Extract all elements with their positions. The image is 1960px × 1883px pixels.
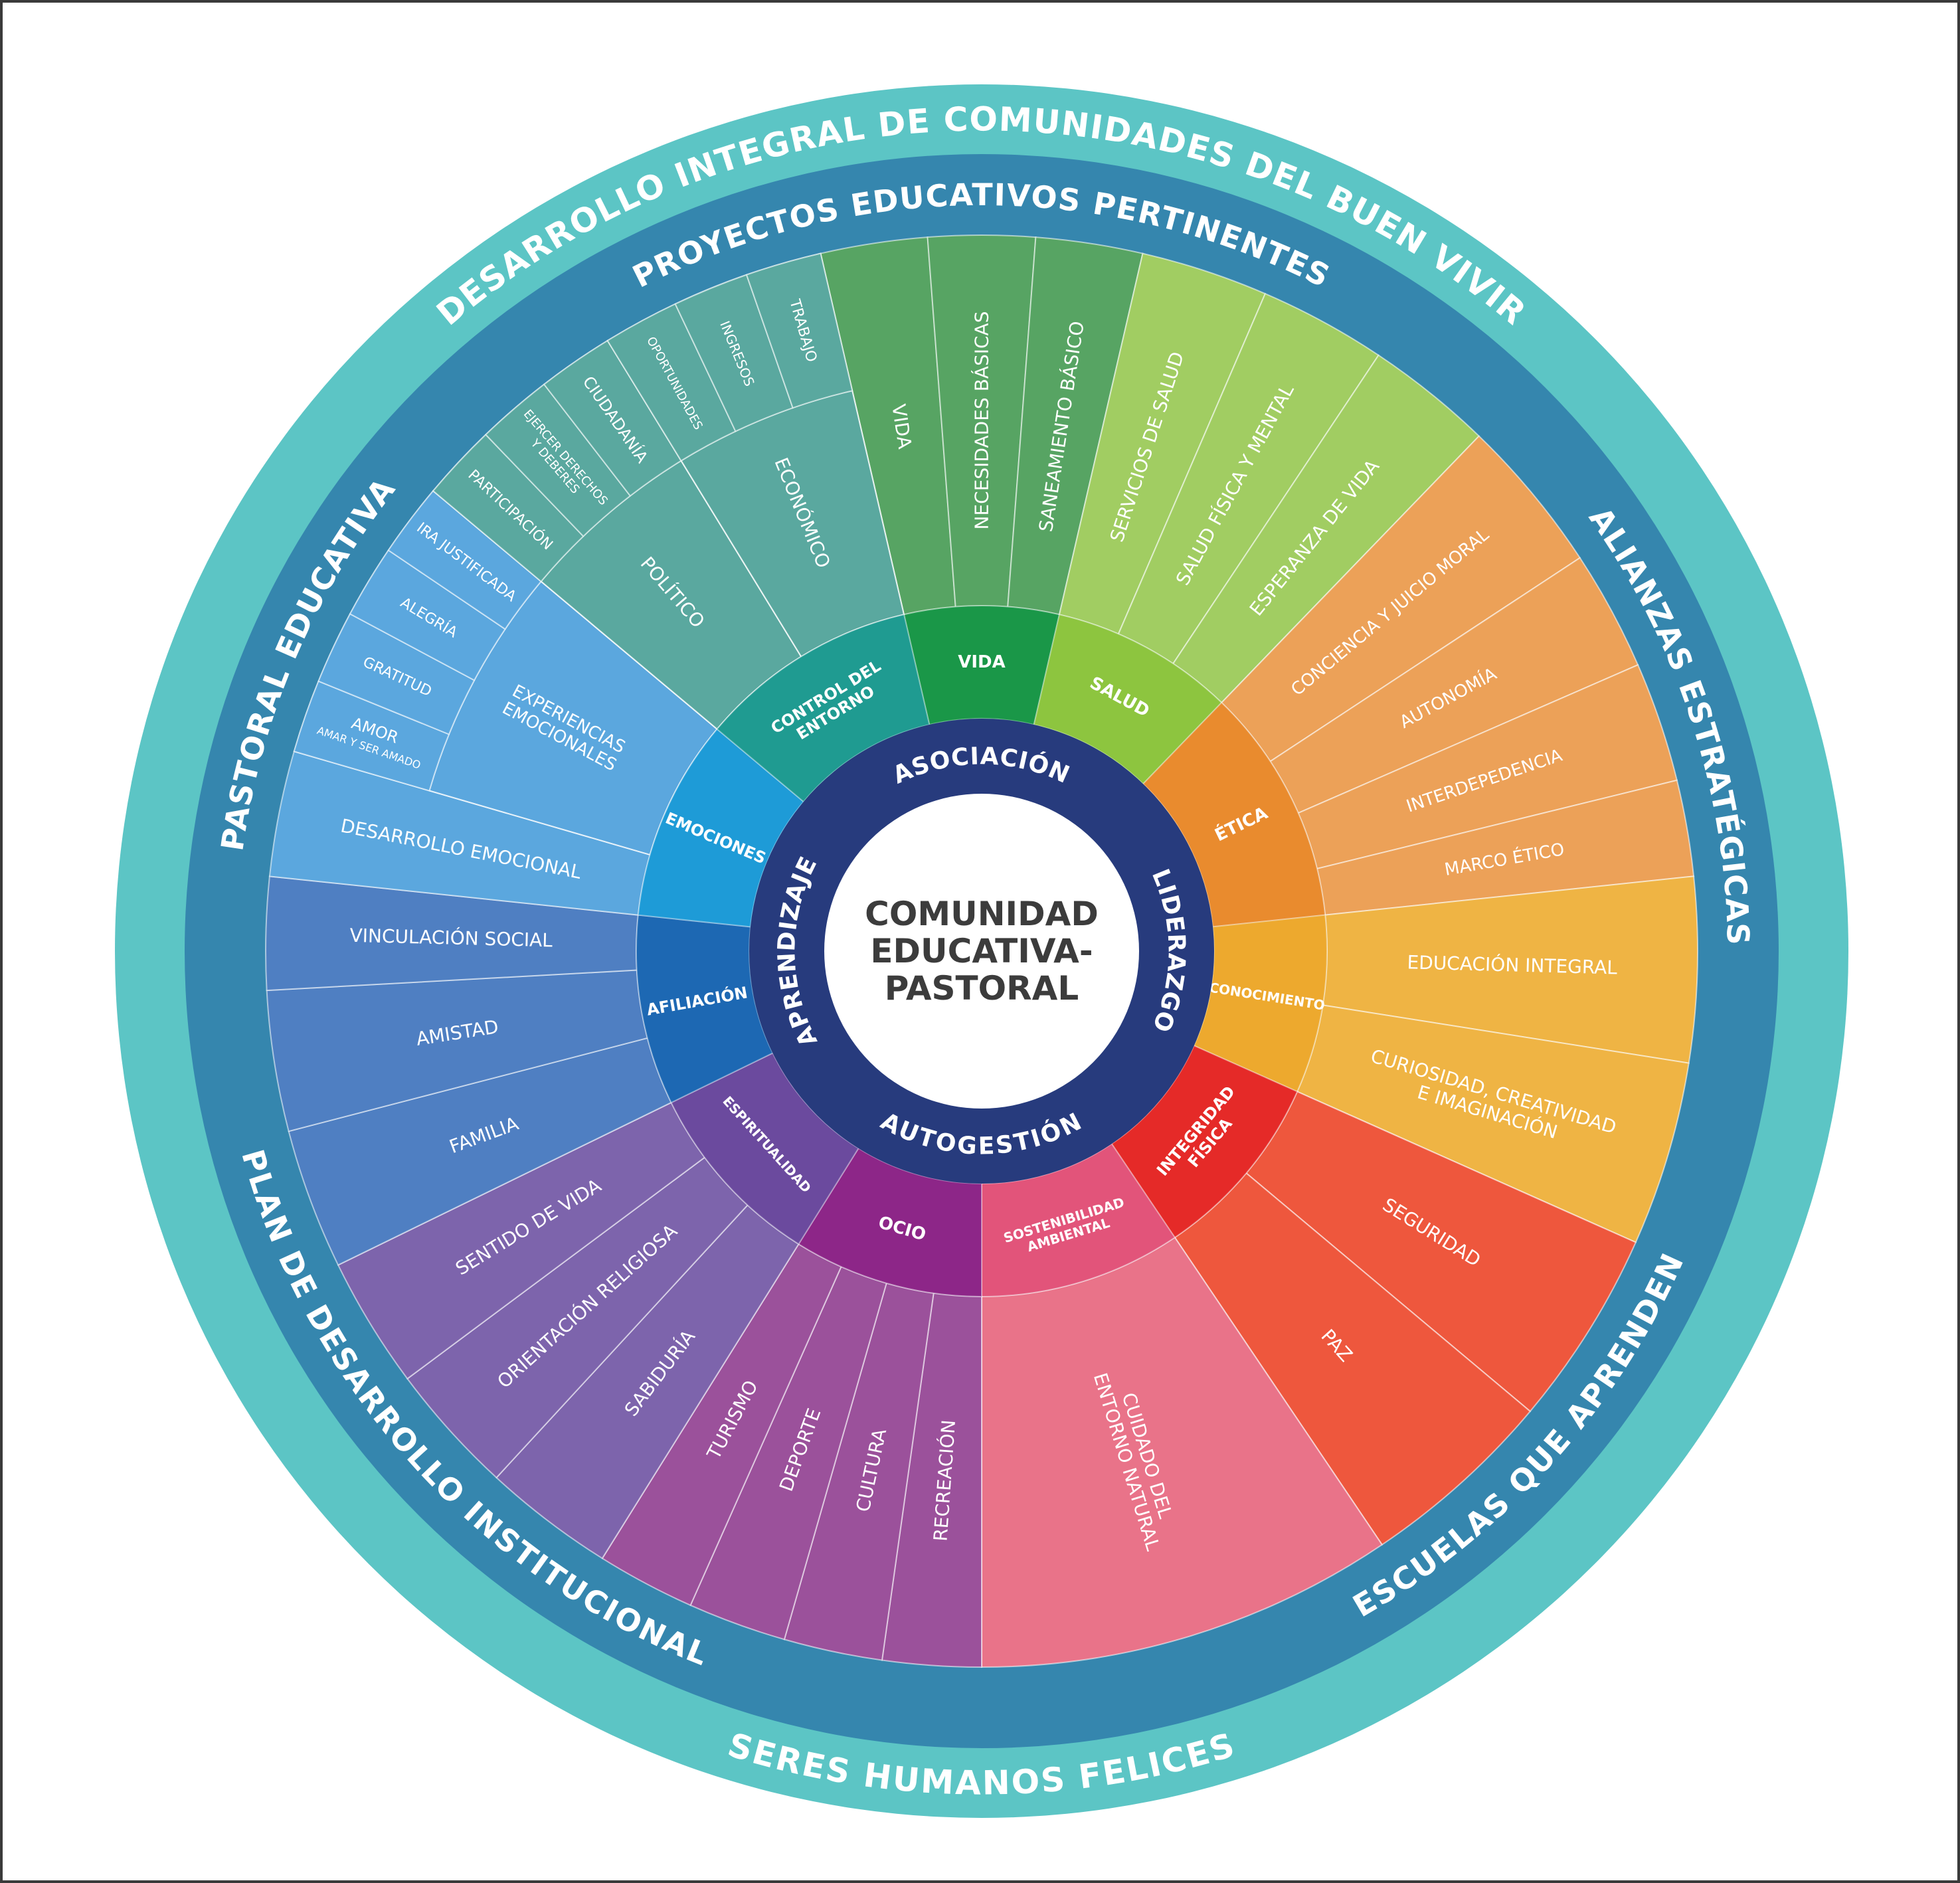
segment-trabajo bbox=[745, 252, 853, 409]
center-disc bbox=[824, 794, 1139, 1109]
label-educacion-integral: EDUCACIÓN INTEGRAL bbox=[1407, 950, 1618, 978]
label-vinculacion-social: VINCULACIÓN SOCIAL bbox=[349, 924, 553, 952]
category-label-vida: VIDA bbox=[958, 652, 1006, 672]
label-necesidades-basicas: NECESIDADES BÁSICAS bbox=[970, 312, 993, 530]
